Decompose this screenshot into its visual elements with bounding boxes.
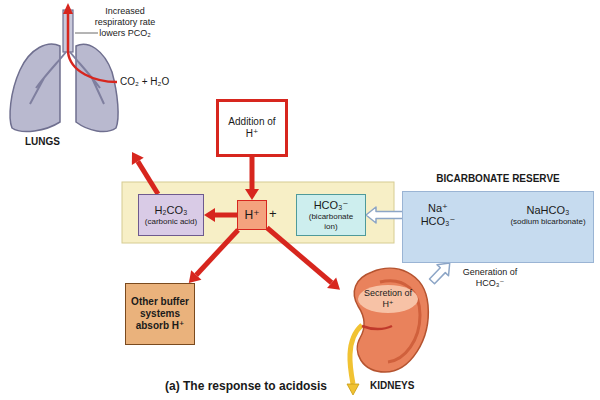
formula-name: (sodium bicarbonate) [510,217,585,227]
box-text: Other buffer systems absorb H⁺ [130,296,190,332]
callout-text: Increased respiratory rate lowers PCO₂ [85,6,165,38]
red-arrow [204,208,237,222]
panel-heading: BICARBONATE RESERVE [402,173,594,185]
urine-arrowhead [347,384,359,395]
arrowhead [132,152,144,165]
formula-name: (carbonic acid) [145,217,197,227]
arrow-shaft [267,228,332,283]
arrowhead [245,189,259,200]
arrowhead [189,270,202,283]
formula-text: Na⁺ HCO₃⁻ [419,202,457,228]
hollow-arrow [429,263,449,284]
leader-line [75,33,98,34]
red-arrow [267,228,340,290]
kidney [354,268,428,372]
lungs-node: Increased respiratory rate lowers PCO₂ CO… [0,0,170,152]
ureter [350,325,362,384]
ion-box: HCO₃⁻(bicarbonate ion) [296,194,366,236]
text-patch [358,285,418,313]
input-box: Addition of H⁺ [216,99,288,157]
buffer-box: Other buffer systems absorb H⁺ [125,283,195,345]
formula-text: H⁺ [245,208,260,222]
organ-label: KIDNEYS [370,380,414,392]
salt-label: NaHCO₃(sodium bicarbonate) [505,196,591,234]
hollow-arrow-body [429,263,449,284]
arrow-shaft [138,161,158,194]
buffer-panel [122,182,394,243]
red-arrow [245,157,259,200]
blood-vessel [362,326,392,329]
red-arrow [132,152,158,194]
formula-text: H₂CO₃ [154,204,187,217]
airflow-arrowhead [63,3,73,14]
left-lung [10,44,60,131]
red-arrow [189,230,238,283]
formula-text: HCO₃⁻ [314,199,349,212]
formula-label: CO₂ + H₂O [120,76,170,88]
edge-label: Generation of HCO₃⁻ [455,266,525,290]
formula-text: NaHCO₃ [527,204,570,217]
plus-sign: + [269,206,277,222]
kidney-illustration [347,268,428,395]
reserve-panel: BICARBONATE RESERVE Na⁺ HCO₃⁻ NaHCO₃(sodiu… [402,163,594,263]
arrow-shaft [250,157,255,189]
acid-box: H₂CO₃(carbonic acid) [138,194,204,236]
arrow-shaft [196,230,238,275]
organ-label: LUNGS [25,136,60,148]
arrow-shaft [215,213,237,218]
formula-name: (bicarbonate ion) [301,212,361,231]
kidney-node: Secretion of H⁺ KIDNEYS [340,262,432,396]
salt-label: Na⁺ HCO₃⁻ [415,196,461,234]
ion-box: H⁺ [237,200,267,230]
box-text: Addition of H⁺ [223,116,281,140]
figure-caption: (a) The response to acidosis [165,379,327,393]
process-text: Secretion of H⁺ [362,288,414,310]
arrowhead [204,208,215,222]
arrowhead [327,277,340,289]
